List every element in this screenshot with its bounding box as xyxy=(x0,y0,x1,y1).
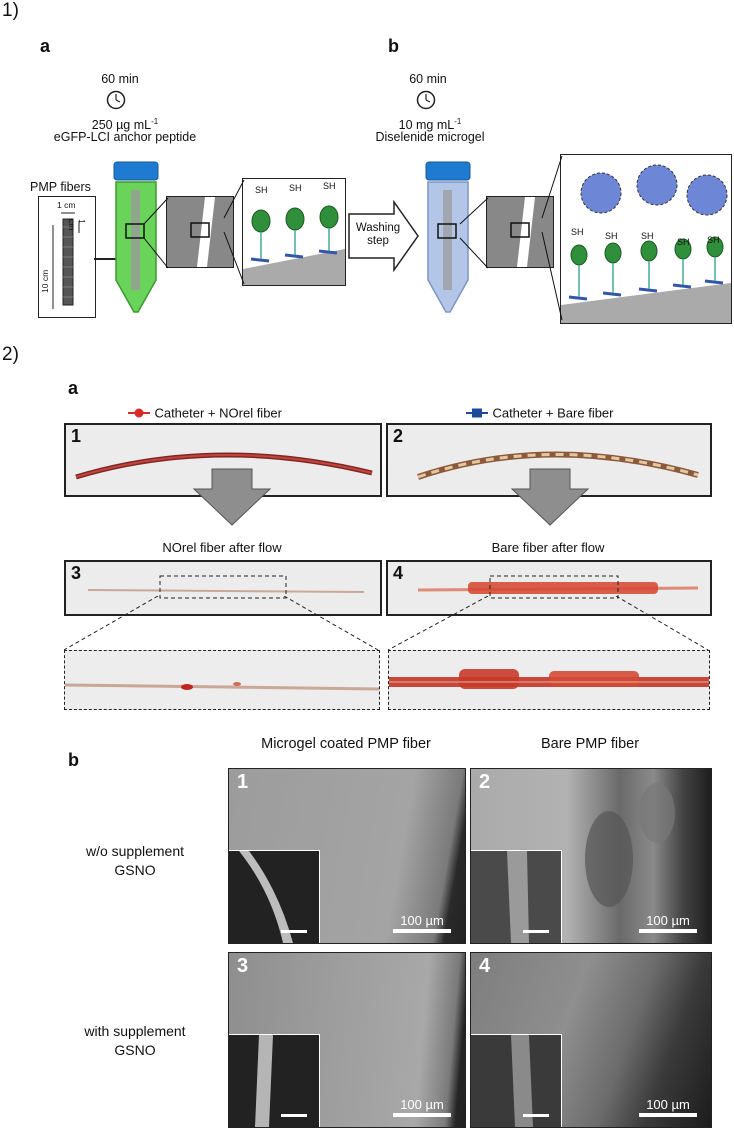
scale-bar: 100 µm xyxy=(639,1097,697,1117)
sem-number: 3 xyxy=(237,955,249,977)
legend-bare-marker xyxy=(466,408,488,418)
sem-image-bare-without: 2 100 µm xyxy=(470,768,712,944)
column-header-bare: Bare PMP fiber xyxy=(540,736,640,752)
zoom-lines-2a xyxy=(64,596,709,651)
microgel-panel: SH SH SH SH SH xyxy=(560,154,732,324)
panel-number: 3 xyxy=(71,563,82,583)
legend-bare: Catheter + Bare fiber xyxy=(466,404,614,422)
panel-number: 1 xyxy=(71,426,82,446)
green-tube-icon xyxy=(112,160,162,325)
photo-bare-after-flow: 4 xyxy=(386,560,712,616)
caption-norel-after-flow: NOrel fiber after flow xyxy=(162,540,282,555)
sem-number: 1 xyxy=(237,771,249,793)
time-label-a: 60 min xyxy=(101,72,139,86)
column-header-coated: Microgel coated PMP fiber xyxy=(261,736,431,752)
peptide-panel: SH SH SH xyxy=(242,178,346,286)
sh-label: SH xyxy=(323,181,336,191)
sem-image-coated-with: 3 100 µm xyxy=(228,952,466,1128)
sh-label: SH xyxy=(641,231,654,241)
reagent-label-b: Diselenide microgel xyxy=(375,130,485,144)
sem-image-bare-with: 4 100 µm xyxy=(470,952,712,1128)
inset-scale-bar xyxy=(281,1114,307,1117)
row-label-with-supplement: with supplement GSNO xyxy=(40,1022,230,1060)
down-arrow-norel xyxy=(192,468,272,526)
inset-scale-bar xyxy=(523,930,549,933)
dim-length: 10 cm xyxy=(40,269,50,293)
zoom-lines-a2 xyxy=(223,179,245,285)
part1-label: 1) xyxy=(2,0,19,21)
sh-label: SH xyxy=(255,185,268,195)
inset-scale-bar xyxy=(281,930,307,933)
pmp-fibers-label: PMP fibers xyxy=(30,180,91,194)
sem-number: 4 xyxy=(479,955,491,977)
zoom-panel-a1 xyxy=(166,196,234,268)
dim-height: 1 cm xyxy=(67,219,87,231)
panel-1b-letter: b xyxy=(388,36,399,56)
connector-line xyxy=(94,258,120,260)
scale-bar: 100 µm xyxy=(639,913,697,933)
scale-label: 100 µm xyxy=(400,1097,444,1112)
scale-bar: 100 µm xyxy=(393,1097,451,1117)
part2-label: 2) xyxy=(2,344,19,365)
sh-label: SH xyxy=(605,231,618,241)
row-label-line: GSNO xyxy=(114,862,156,878)
photo-norel-after-flow: 3 xyxy=(64,560,382,616)
legend-norel-label: Catheter + NOrel fiber xyxy=(154,405,282,421)
zoom-photo-norel xyxy=(64,650,380,710)
sem-inset xyxy=(229,850,320,943)
sh-label: SH xyxy=(571,227,584,237)
sem-inset xyxy=(471,850,562,943)
zoom-photo-bare xyxy=(388,650,710,710)
panel-2b-letter: b xyxy=(68,750,79,770)
clock-icon-a xyxy=(106,90,126,115)
sh-label: SH xyxy=(677,237,690,247)
scale-label: 100 µm xyxy=(646,1097,690,1112)
scale-label: 100 µm xyxy=(400,913,444,928)
scale-bar: 100 µm xyxy=(393,913,451,933)
panel-number: 4 xyxy=(393,563,404,583)
caption-bare-after-flow: Bare fiber after flow xyxy=(491,540,605,555)
sh-label: SH xyxy=(707,235,720,245)
legend-bare-label: Catheter + Bare fiber xyxy=(492,405,614,421)
sh-label: SH xyxy=(289,183,302,193)
panel-2a-letter: a xyxy=(68,378,79,398)
legend-norel-marker xyxy=(128,408,150,418)
row-label-line: w/o supplement xyxy=(85,843,185,859)
sem-inset xyxy=(229,1034,320,1127)
inset-scale-bar xyxy=(523,1114,549,1117)
concentration-a: 250 µg mL-1 xyxy=(91,117,159,133)
washing-step-arrow xyxy=(348,199,420,277)
dim-width: 1 cm xyxy=(57,200,76,210)
zoom-lines-b2 xyxy=(541,155,563,321)
sem-inset xyxy=(471,1034,562,1127)
sem-number: 2 xyxy=(479,771,491,793)
zoom-lines-a xyxy=(143,197,169,269)
row-label-line: with supplement xyxy=(84,1023,186,1039)
reagent-label-a: eGFP-LCI anchor peptide xyxy=(53,130,197,144)
blue-tube-icon xyxy=(424,160,474,325)
zoom-panel-b1 xyxy=(486,196,554,268)
fiber-sample-box: 1 cm 1 cm 10 cm xyxy=(38,196,96,318)
down-arrow-bare xyxy=(510,468,590,526)
time-label-b: 60 min xyxy=(409,72,447,86)
washing-step-label: Washing step xyxy=(355,222,401,247)
row-label-line: GSNO xyxy=(114,1042,156,1058)
panel-number: 2 xyxy=(393,426,404,446)
concentration-b: 10 mg mL-1 xyxy=(398,117,462,133)
clock-icon-b xyxy=(416,90,436,115)
panel-1a-letter: a xyxy=(40,36,51,56)
row-label-without-supplement: w/o supplement GSNO xyxy=(40,842,230,880)
scale-label: 100 µm xyxy=(646,913,690,928)
legend-norel: Catheter + NOrel fiber xyxy=(128,404,282,422)
zoom-lines-b xyxy=(459,197,489,269)
sem-image-coated-without: 1 100 µm xyxy=(228,768,466,944)
